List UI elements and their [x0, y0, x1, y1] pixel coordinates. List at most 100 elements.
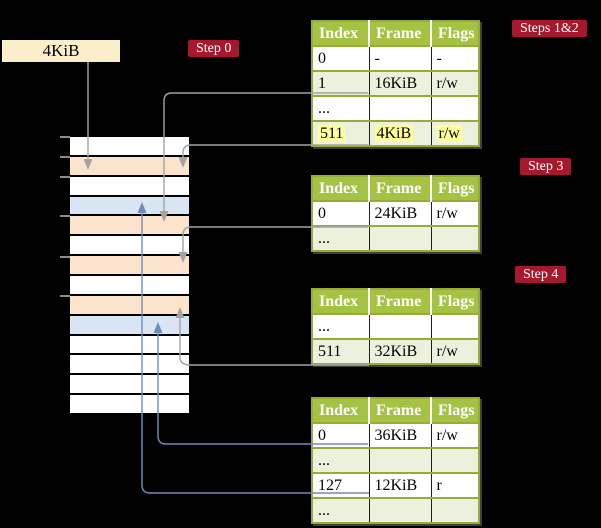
- memory-frame-row-white: [70, 176, 189, 195]
- memory-frame-row-white: [70, 355, 189, 374]
- table-row: 1 16KiB r/w: [312, 70, 479, 96]
- table-cell-text: 127: [318, 476, 342, 494]
- column-header: Frame: [368, 398, 431, 423]
- page-size-box: 4KiB: [2, 40, 120, 62]
- table-cell: 12KiB: [368, 472, 431, 498]
- table-cell-text: ...: [318, 451, 330, 469]
- column-header: Index: [312, 176, 369, 201]
- tick-mark: [60, 176, 70, 178]
- table-cell-text: ...: [318, 501, 330, 519]
- table-cell: r/w: [430, 70, 479, 96]
- step-3-label: Step 3: [520, 158, 572, 175]
- memory-frame-row-peach: [70, 256, 189, 275]
- table-cell-text: ...: [318, 99, 330, 117]
- table-row: 511 32KiB r/w: [312, 338, 479, 364]
- table-cell: ...: [312, 313, 369, 339]
- table-cell-text: r/w: [436, 124, 462, 142]
- column-header: Flags: [430, 21, 479, 46]
- tick-mark: [60, 156, 70, 158]
- table-cell: r/w: [430, 120, 479, 146]
- table-cell: 0: [312, 45, 369, 71]
- column-header: Index: [312, 289, 369, 314]
- table-cell-text: 0: [318, 426, 326, 444]
- table-cell-text: 16KiB: [374, 74, 418, 92]
- table-cell: 36KiB: [368, 422, 431, 448]
- memory-frame-row-white: [70, 335, 189, 354]
- step-4-label: Step 4: [515, 266, 567, 283]
- table-cell-text: ...: [318, 229, 330, 247]
- table-cell-text: 4KiB: [374, 124, 414, 142]
- table-row: ...: [312, 95, 479, 121]
- memory-frame-row-peach: [70, 295, 189, 314]
- table-row: ...: [312, 497, 479, 523]
- step-0-label: Step 0: [188, 40, 240, 57]
- table-row: 511 4KiB r/w: [312, 120, 479, 146]
- column-header: Flags: [430, 289, 479, 314]
- table-row: 0--: [312, 45, 479, 71]
- table-row: ...: [312, 225, 479, 251]
- memory-frame-row-peach: [70, 216, 189, 235]
- column-header: Index: [312, 398, 369, 423]
- table-cell: [368, 95, 431, 121]
- table-cell: [368, 313, 431, 339]
- table-row: 0 24KiB r/w: [312, 200, 479, 226]
- table-cell: [430, 225, 479, 251]
- table-cell: 16KiB: [368, 70, 431, 96]
- table-cell: 32KiB: [368, 338, 431, 364]
- memory-frame-row-white: [70, 276, 189, 294]
- arrow-index511-to-frame: [178, 144, 368, 168]
- table-cell: 127: [312, 472, 369, 498]
- table-row: ...: [312, 313, 479, 339]
- page-size-label: 4KiB: [42, 41, 80, 60]
- table-cell-text: r/w: [436, 342, 458, 360]
- table-cell: r/w: [430, 422, 479, 448]
- column-header: Flags: [430, 176, 479, 201]
- physical-memory-stack: [70, 137, 189, 414]
- table-cell-text: 0: [318, 204, 326, 222]
- table-cell-text: 1: [318, 74, 326, 92]
- column-header: Frame: [368, 176, 431, 201]
- tick-mark: [60, 256, 70, 258]
- table-row: 0 36KiB r/w: [312, 422, 479, 448]
- table-cell: 511: [312, 120, 369, 146]
- column-header: Frame: [368, 21, 431, 46]
- table-cell: 0: [312, 200, 369, 226]
- column-header: Flags: [430, 398, 479, 423]
- memory-frame-row-blue: [70, 196, 189, 215]
- table-cell-text: 36KiB: [374, 426, 418, 444]
- table-cell: ...: [312, 497, 369, 523]
- table-cell: 4KiB: [368, 120, 431, 146]
- table-row: ...: [312, 447, 479, 473]
- table-cell-text: r/w: [436, 204, 458, 222]
- table-cell: ...: [312, 447, 369, 473]
- table-cell: 24KiB: [368, 200, 431, 226]
- table-cell: -: [430, 45, 479, 71]
- steps-1-2-label: Steps 1&2: [512, 20, 587, 37]
- table-cell-text: 32KiB: [374, 342, 418, 360]
- table-cell-text: 24KiB: [374, 204, 418, 222]
- tick-mark: [60, 295, 70, 297]
- table-cell: ...: [312, 95, 369, 121]
- column-header: Index: [312, 21, 369, 46]
- table-cell: [368, 497, 431, 523]
- table-cell: [430, 447, 479, 473]
- table-cell-text: r/w: [436, 74, 458, 92]
- memory-frame-row-white: [70, 375, 189, 394]
- table-cell: 1: [312, 70, 369, 96]
- table-cell-text: r/w: [436, 426, 458, 444]
- table-cell-text: ...: [318, 317, 330, 335]
- table-cell: [430, 313, 479, 339]
- table-cell: 511: [312, 338, 369, 364]
- memory-frame-row-peach: [70, 156, 189, 175]
- table-cell-text: -: [436, 49, 442, 67]
- table-cell: 0: [312, 422, 369, 448]
- tick-mark: [60, 136, 70, 138]
- table-cell-text: -: [374, 49, 380, 67]
